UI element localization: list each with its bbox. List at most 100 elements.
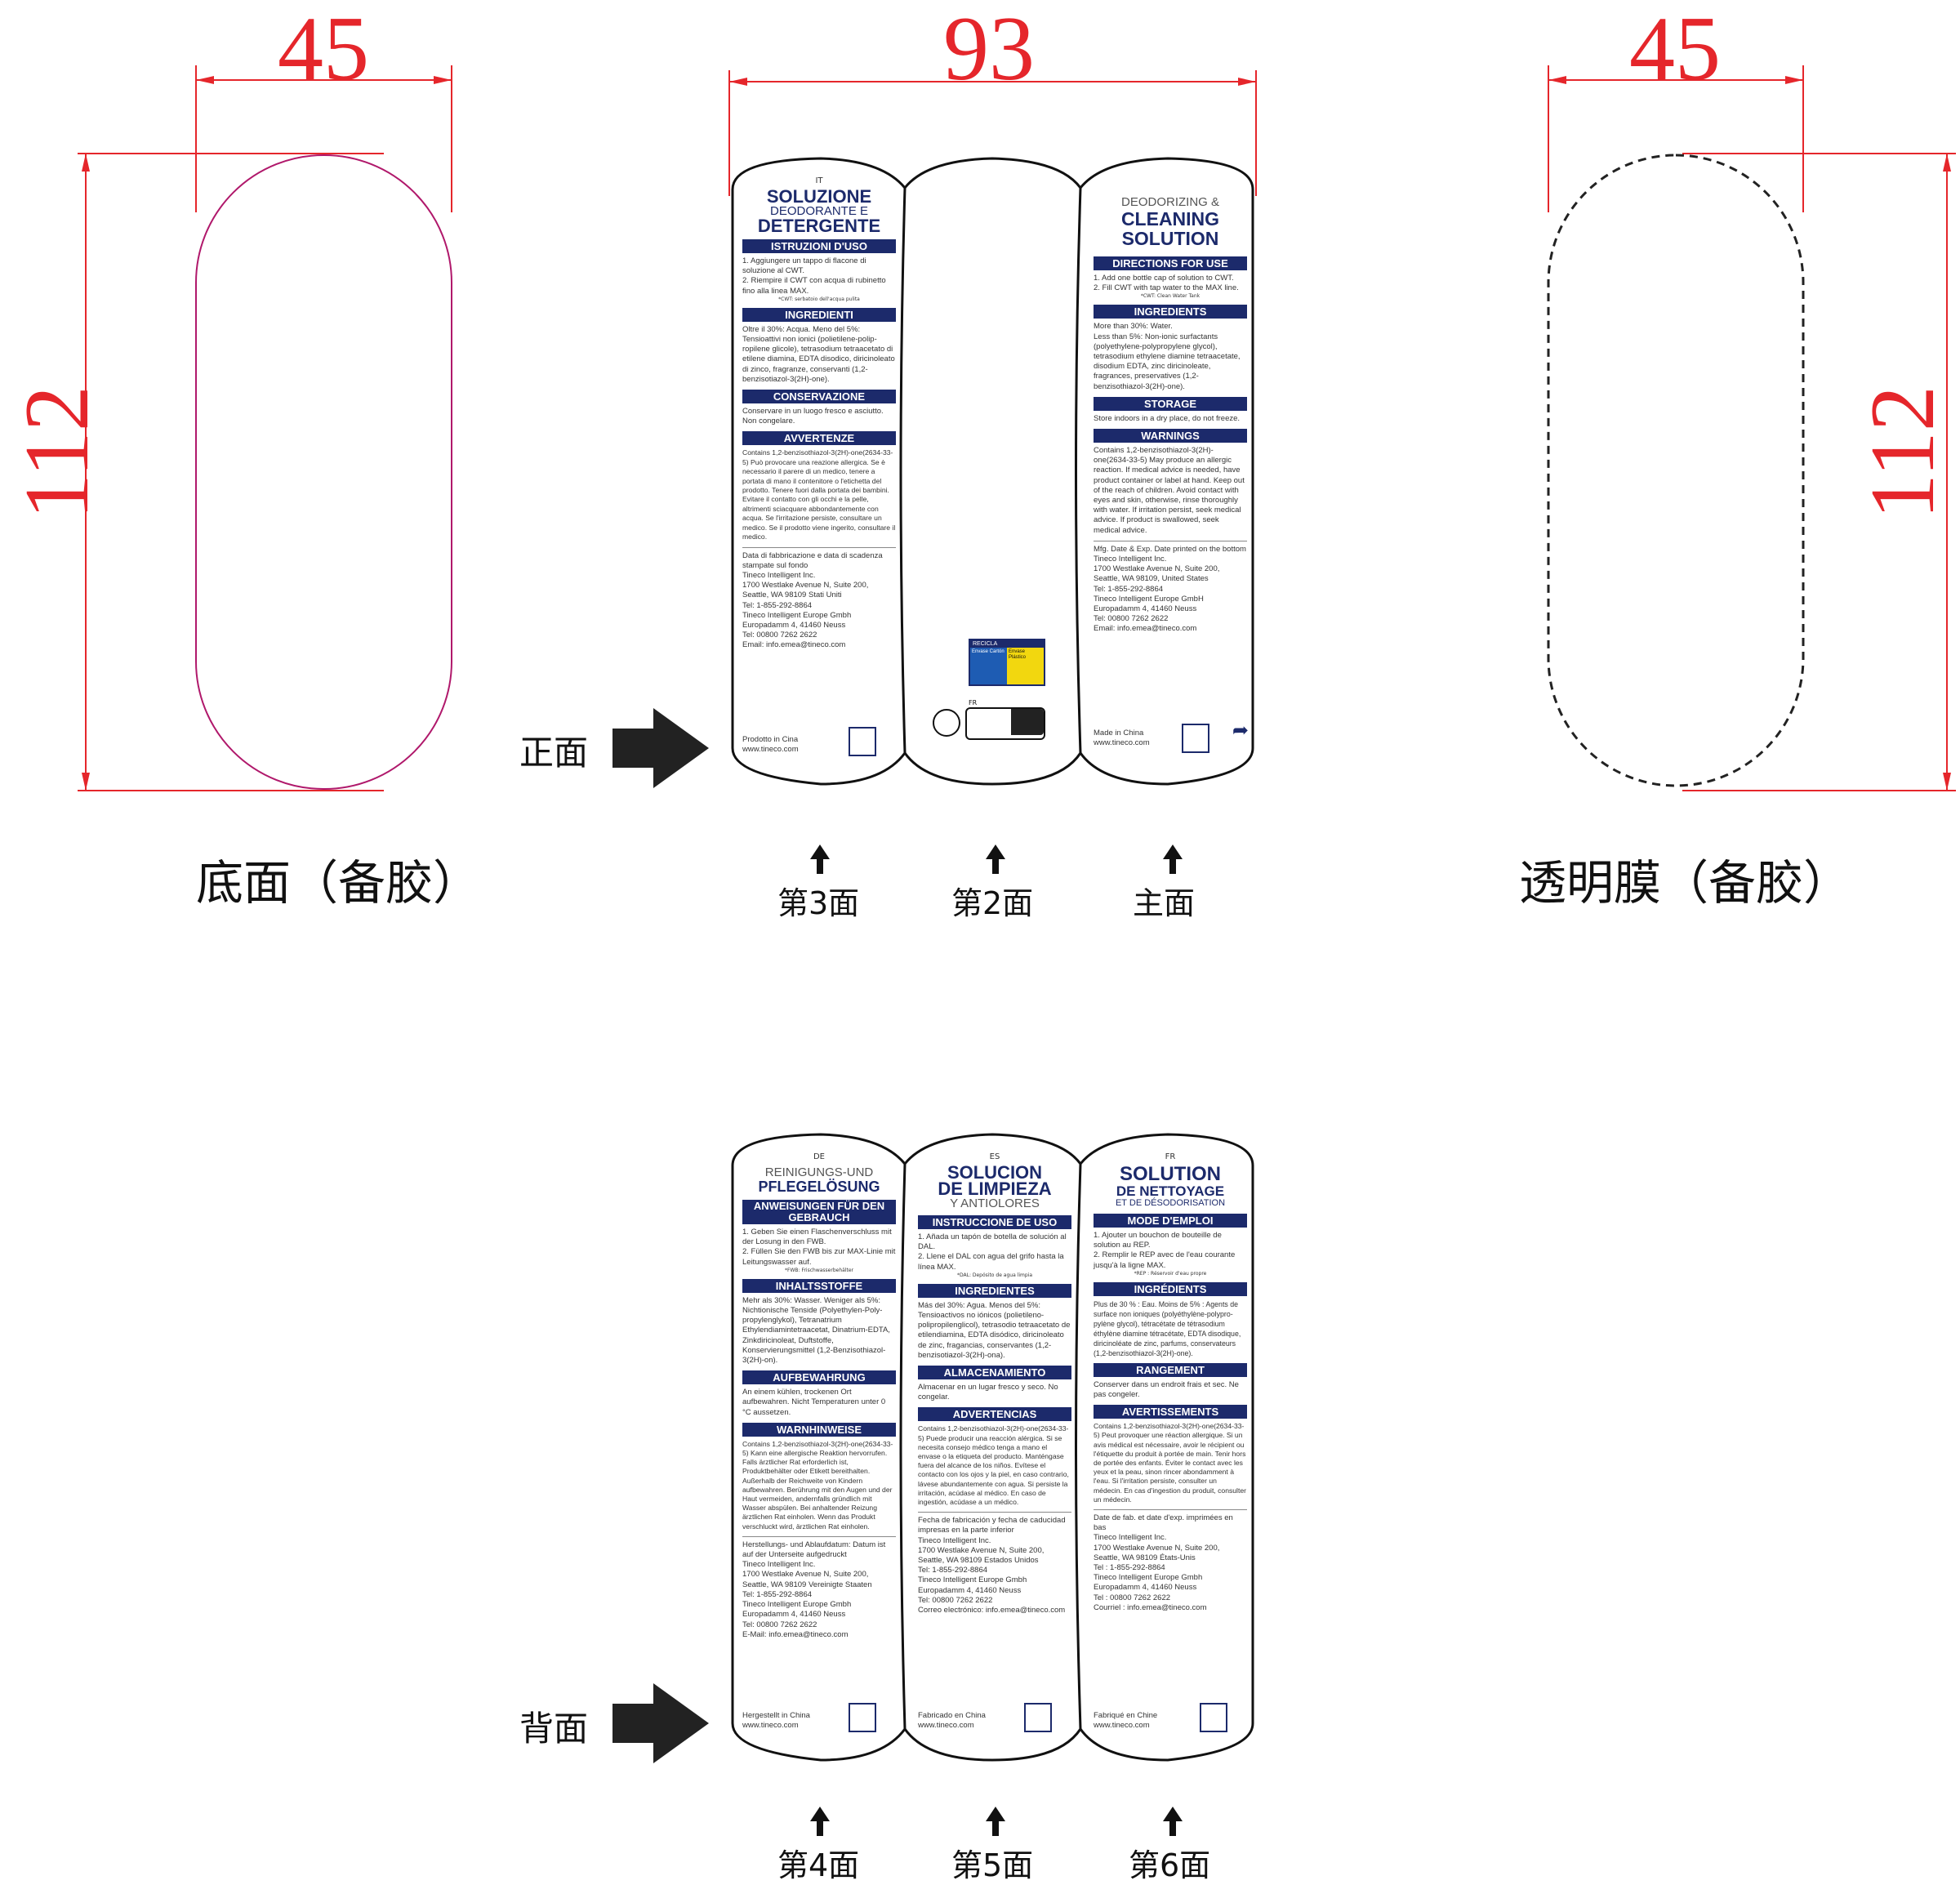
directions-note: *CWT: serbatoio dell'acqua pulita [778,296,860,302]
panel-lang: FR [1165,1152,1176,1161]
panel-it: IT SOLUZIONE DEODORANTE E DETERGENTE IST… [733,175,906,779]
warnings-text: Contains 1,2-benzisothiazol-3(2H)-one(26… [918,1424,1069,1507]
ingredients-text: Plus de 30 % : Eau. Moins de 5% : Agents… [1094,1299,1241,1357]
directions-text: 1. Añada un tapón de botella de solución… [918,1232,1067,1272]
panel-lang: ES [989,1152,1000,1161]
face2-caption: 第2面 [951,885,1034,921]
company-text: Date de fab. et date d'exp. imprimées en… [1094,1513,1233,1612]
recycle-icon [933,709,960,737]
storage-text: An einem kühlen, trockenen Ort aufbewahr… [742,1388,886,1417]
main-face-caption: 主面 [1133,885,1196,921]
front-label-outline [731,157,1254,786]
made-in-text: Made in China www.tineco.com [1094,729,1150,747]
panel-en: DEODORIZING & CLEANING SOLUTION DIRECTIO… [1084,175,1257,779]
directions-text: 1. Geben Sie einen Flaschenverschluss mi… [742,1228,896,1267]
face5-caption: 第5面 [951,1847,1034,1883]
warnings-text: Contains 1,2-benzisothiazol-3(2H)-one(26… [742,448,896,541]
section-heading: INSTRUCCIONE DE USO [918,1215,1071,1229]
panel-subtitle: Y ANTIOLORES [950,1197,1040,1210]
left-height-dimension: 112 [7,385,108,519]
panel-subtitle: ET DE DÉSODORISATION [1115,1198,1226,1208]
section-heading: INGREDIENTI [742,307,896,322]
directions-text: 1. Add one bottle cap of solution to CWT… [1094,274,1239,293]
section-heading: STORAGE [1094,396,1247,411]
keep-away-children-icon [1200,1703,1227,1732]
keep-away-children-icon [1182,724,1209,753]
panel-es: ES SOLUCION DE LIMPIEZA Y ANTIOLORES INS… [908,1151,1081,1755]
panel-title-line3: SOLUTION [1121,228,1219,249]
panel-title: CLEANING [1120,208,1220,229]
company-text: Data di fabbricazione e data di scadenza… [742,550,883,650]
bin-icon [1011,709,1044,735]
right-height-dimension: 112 [1852,385,1953,519]
recycle-badge: RECICLA Envase Cartón Envase Plástico [969,639,1045,686]
bottom-face-caption: 底面（备胶） [196,855,481,911]
keep-away-children-icon [1024,1703,1052,1732]
recycle-heading: RECICLA [970,640,1044,648]
divider [1094,1509,1247,1511]
panel-title: PFLEGELÖSUNG [758,1179,880,1195]
ingredients-text: More than 30%: Water. Less than 5%: Non-… [1094,322,1241,391]
company-text: Mfg. Date & Exp. Date printed on the bot… [1094,544,1246,634]
panel-de: DE REINIGUNGS-UND PFLEGELÖSUNG ANWEISUNG… [733,1151,906,1755]
section-heading: DIRECTIONS FOR USE [1094,256,1247,270]
section-heading: WARNINGS [1094,429,1247,443]
made-in-text: Hergestellt in China www.tineco.com [742,1711,810,1730]
fr-tag: FR [969,699,978,706]
panel-subtitle: REINIGUNGS-UND [764,1165,874,1179]
ingredients-text: Más del 30%: Agua. Menos del 5%: Tensioa… [918,1300,1071,1360]
section-heading: INHALTSSTOFFE [742,1278,896,1293]
section-heading: RANGEMENT [1094,1362,1247,1377]
section-heading: AVERTISSEMENTS [1094,1405,1247,1419]
made-in-text: Fabriqué en Chine www.tineco.com [1094,1711,1158,1730]
directions-note: *REP : Réservoir d'eau propre [1134,1270,1207,1277]
section-heading: INGREDIENTS [1094,305,1247,319]
warnings-text: Contains 1,2-benzisothiazol-3(2H)-one(26… [742,1439,893,1531]
back-caption: 背面 [519,1709,589,1749]
storage-text: Store indoors in a dry place, do not fre… [1094,413,1241,423]
warnings-text: Contains 1,2-benzisothiazol-3(2H)-one(26… [1094,446,1245,535]
panel-subtitle: DEODORIZING & [1120,195,1219,209]
section-heading: ISTRUZIONI D'USO [742,239,896,253]
right-width-dimension: 45 [1629,0,1721,100]
section-heading: INGRÉDIENTS [1094,1281,1247,1296]
directions-note: *DAL: Depósito de agua limpia [956,1272,1032,1278]
section-heading: AUFBEWAHRUNG [742,1370,896,1385]
made-in-text: Prodotto in Cina www.tineco.com [742,735,799,754]
panel-title: SOLUZIONE [766,186,872,207]
transparent-film-outline [1547,154,1805,787]
storage-text: Conservare in un luogo fresco e asciutto… [742,407,884,426]
panel-title-line2: DE NETTOYAGE [1116,1183,1225,1199]
panel-title-line2: DE LIMPIEZA [938,1179,1052,1199]
panel-subtitle: DEODORANTE E [769,204,868,218]
divider [742,1535,896,1537]
envase-carton-label: Envase Cartón [970,648,1007,684]
left-width-dimension: 45 [278,0,369,100]
keep-away-children-icon [849,727,876,756]
bottom-face-outline [195,154,452,790]
panel-fr: FR SOLUTION DE NETTOYAGE ET DE DÉSODORIS… [1084,1151,1257,1755]
panel-recycle: RECICLA Envase Cartón Envase Plástico FR [908,175,1081,779]
face3-caption: 第3面 [777,885,860,921]
divider [742,546,896,548]
front-caption: 正面 [519,733,589,773]
front-arrow-icon [612,708,709,788]
ingredients-text: Mehr als 30%: Wasser. Weniger als 5%: Ni… [742,1295,890,1366]
section-heading: AVVERTENZE [742,431,896,446]
storage-text: Conserver dans un endroit frais et sec. … [1094,1379,1239,1400]
section-heading: ANWEISUNGEN FÜR DEN GEBRAUCH [742,1200,896,1224]
divider [918,1512,1071,1513]
panel-title-line3: DETERGENTE [757,216,881,236]
panel-lang: DE [813,1152,826,1161]
triman-icon: FR [965,699,1045,740]
made-in-text: Fabricado en China www.tineco.com [918,1711,986,1730]
back-label-outline [731,1133,1254,1762]
warnings-text: Contains 1,2-benzisothiazol-3(2H)-one(26… [1094,1422,1246,1504]
company-text: Herstellungs- und Ablaufdatum: Datum ist… [742,1540,886,1639]
back-arrow-icon [612,1683,709,1763]
section-heading: ADVERTENCIAS [918,1407,1071,1422]
keep-away-children-icon [849,1703,876,1732]
face4-caption: 第4面 [777,1847,860,1883]
envase-plastico-label: Envase Plástico [1007,648,1044,684]
